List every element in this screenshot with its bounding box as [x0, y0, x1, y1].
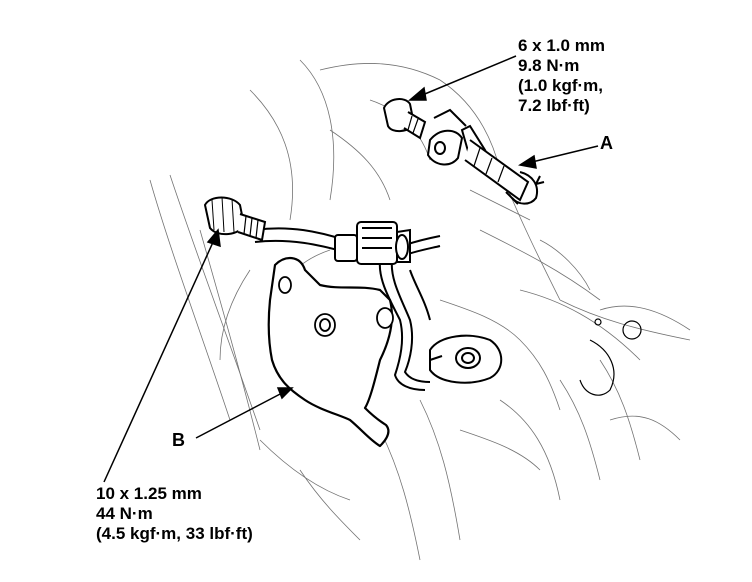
- part-label-a: A: [600, 133, 613, 153]
- sensor-connector: [334, 221, 411, 265]
- bracket-b-holes: [278, 276, 394, 337]
- top-bolt: [382, 98, 427, 140]
- mounting-boss: [429, 334, 503, 384]
- bottom-bolt-spec: 10 x 1.25 mm 44 N·m (4.5 kgf·m, 33 lbf·f…: [96, 484, 253, 544]
- top-bolt-torque-kgf: (1.0 kgf·m,: [518, 76, 604, 95]
- bottom-bolt-torque-nm: 44 N·m: [96, 504, 153, 523]
- top-bolt-torque-nm: 9.8 N·m: [518, 56, 580, 75]
- part-label-b: B: [172, 430, 185, 450]
- engine-holes: [579, 318, 642, 396]
- callout-arrows: [103, 55, 599, 483]
- bottom-bolt-torque-alt: (4.5 kgf·m, 33 lbf·ft): [96, 524, 253, 543]
- engine-contours: [149, 59, 691, 561]
- bottom-bolt: [203, 196, 267, 242]
- top-bolt-spec: 6 x 1.0 mm 9.8 N·m (1.0 kgf·m, 7.2 lbf·f…: [518, 36, 605, 116]
- bottom-bolt-size: 10 x 1.25 mm: [96, 484, 202, 503]
- sensor-a: [426, 108, 545, 205]
- top-bolt-torque-lbf: 7.2 lbf·ft): [518, 96, 590, 115]
- top-bolt-size: 6 x 1.0 mm: [518, 36, 605, 55]
